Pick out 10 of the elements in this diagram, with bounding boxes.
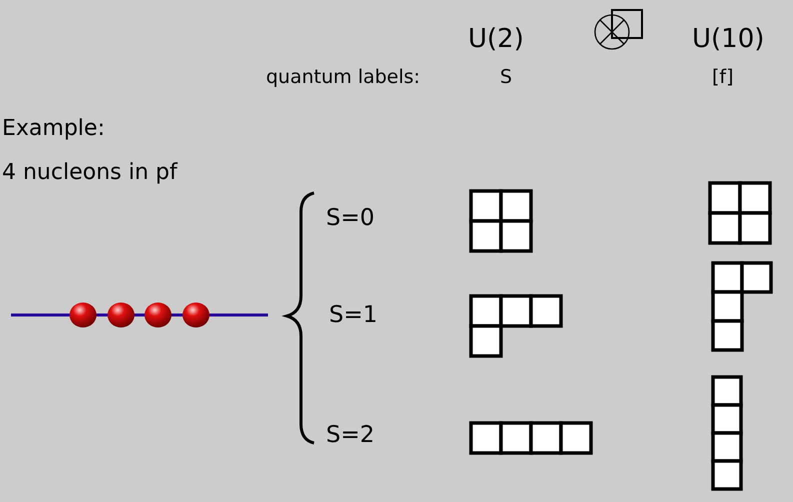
spin-label: S=0 [326,207,375,230]
spin-label: S=2 [326,424,375,447]
group-label: U(10) [692,26,764,52]
row-label: quantum labels: [266,68,420,87]
quantum-label: S [500,68,512,87]
group-label: U(2) [468,26,524,52]
quantum-label: [f] [712,68,734,87]
spin-label: S=1 [329,304,378,327]
note-text: Example: [2,118,105,140]
note-text: 4 nucleons in pf [2,162,178,184]
